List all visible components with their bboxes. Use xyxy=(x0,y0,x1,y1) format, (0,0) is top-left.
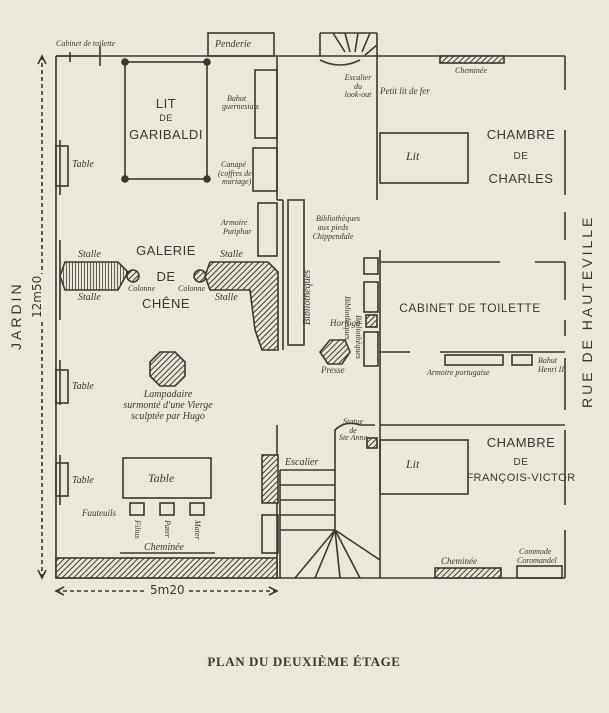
lit-garibaldi-line3: GARIBALDI xyxy=(129,127,203,142)
stalle-label-3: Stalle xyxy=(220,249,243,260)
height-dimension: 12m50 xyxy=(30,273,44,320)
penderie-label: Penderie xyxy=(215,39,252,50)
cabinet-toilette-label: Cabinet de toilette xyxy=(56,39,116,48)
fauteuil-pater: Pater xyxy=(163,520,172,538)
escalier-lookout-line1: Escalier xyxy=(344,73,372,82)
colonne-label-1: Colonne xyxy=(128,284,156,293)
lit-garibaldi-line1: LIT xyxy=(155,96,177,111)
chambre-charles-line1: CHAMBRE xyxy=(486,127,556,142)
lampadaire-line1: Lampadaire xyxy=(143,389,193,400)
galerie-line3: CHÊNE xyxy=(141,296,191,311)
bibliotheques-pieds-line1: Bibliothèques xyxy=(316,214,360,223)
escalier-lookout-line2: du xyxy=(354,82,362,91)
lit-charles-label: Lit xyxy=(406,149,420,163)
width-dimension: 5m20 xyxy=(146,584,189,596)
colonne-label-2: Colonne xyxy=(178,284,206,293)
stalle-label-4: Stalle xyxy=(215,292,238,303)
cabinet-room-label: CABINET DE TOILETTE xyxy=(399,301,541,315)
chambre-fv-line3: FRANÇOIS-VICTOR xyxy=(466,472,576,484)
table-2-label: Table xyxy=(72,381,94,392)
lit-garibaldi-line2: DE xyxy=(159,113,173,123)
fauteuil-filius: Filius xyxy=(133,520,142,539)
bibliotheques-pieds-line3: Chippendale xyxy=(312,232,354,241)
bahut-guernesiais-line2: guernesiais xyxy=(222,102,259,111)
cheminee-charles-label: Cheminée xyxy=(455,66,487,75)
galerie-line1: GALERIE xyxy=(136,243,196,258)
jardin-label: JARDIN xyxy=(8,281,24,350)
fauteuils-label: Fauteuils xyxy=(82,508,116,518)
bahut-guernesiais-line1: Bahut xyxy=(227,94,247,103)
armoire-putiphar-line2: Putiphar xyxy=(223,227,252,236)
bibliotheques-label: Bibliothèques xyxy=(302,270,313,325)
stalle-label-2: Stalle xyxy=(78,292,101,303)
lit-fv-label: Lit xyxy=(406,457,420,471)
escalier-lookout-line3: look-out xyxy=(344,90,372,99)
chambre-fv-line1: CHAMBRE xyxy=(486,435,556,450)
canape-line1: Canapé xyxy=(221,160,246,169)
plan-title: PLAN DU DEUXIÈME ÉTAGE xyxy=(207,654,401,669)
chambre-charles-line3: CHARLES xyxy=(488,171,554,186)
lampadaire-line2: surmonté d'une Vierge xyxy=(123,400,213,411)
table-centrale-label: Table xyxy=(148,471,175,485)
escalier-label: Escalier xyxy=(285,457,319,468)
table-3-label: Table xyxy=(72,475,94,486)
statue-line1: Statue xyxy=(343,417,363,426)
statue-line2: de xyxy=(349,426,357,435)
bibliotheques-pieds-line2: aux pieds xyxy=(317,223,349,232)
horloge-label: Horloge xyxy=(330,318,360,328)
armoire-putiphar-line1: Armoire xyxy=(221,218,248,227)
cheminee-galerie-label: Cheminée xyxy=(144,542,184,553)
chambre-fv-line2: DE xyxy=(513,457,529,468)
bahut-henri-line2: Henri II xyxy=(538,365,564,374)
galerie-line2: DE xyxy=(156,269,176,284)
chambre-charles-line2: DE xyxy=(513,151,529,162)
fauteuil-mater: Mater xyxy=(193,520,202,540)
armoire-portugaise-label: Armoire portugaise xyxy=(427,368,490,377)
table-1-label: Table xyxy=(72,159,94,170)
bahut-henri-line1: Bahut xyxy=(538,356,558,365)
canape-line3: mariage) xyxy=(222,177,252,186)
rue-hauteville-label: RUE DE HAUTEVILLE xyxy=(579,214,595,408)
canape-line2: (coffres de xyxy=(218,169,252,178)
presse-label: Presse xyxy=(321,365,345,375)
stalle-label-1: Stalle xyxy=(78,249,101,260)
cheminee-fv-label: Cheminée xyxy=(441,556,477,566)
lampadaire-line3: sculptée par Hugo xyxy=(131,411,205,422)
commode-line2: Coromandel xyxy=(517,556,557,565)
petit-lit-label: Petit lit de fer xyxy=(380,86,430,96)
commode-line1: Commode xyxy=(519,547,552,556)
statue-line3: Ste Anne xyxy=(338,433,368,442)
